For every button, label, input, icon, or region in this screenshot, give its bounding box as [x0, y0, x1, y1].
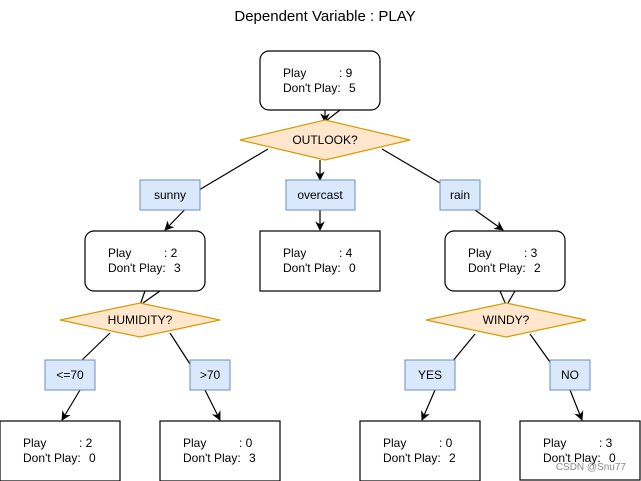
node-rain-no-play-value: : 3	[599, 436, 613, 450]
decision-windy-label: WINDY?	[483, 313, 530, 327]
node-sunny-dont-label: Don't Play:	[108, 261, 166, 275]
edge-label-overcast: overcast	[285, 179, 356, 211]
edge-label-gt70: >70	[189, 359, 231, 391]
node-root-play-label: Play	[283, 66, 306, 80]
node-root-dont-value: 5	[349, 81, 356, 95]
decision-outlook-label: OUTLOOK?	[292, 133, 358, 147]
node-sunny: Play : 2 Don't Play: 3	[84, 230, 206, 292]
node-rain-yes-play-label: Play	[383, 436, 406, 450]
edge-yes-node	[421, 389, 436, 421]
edge-windy-yes	[451, 333, 476, 363]
node-sunny-le70-play-label: Play	[23, 436, 46, 450]
diagram-title: Dependent Variable : PLAY	[234, 8, 415, 25]
decision-humidity: HUMIDITY?	[59, 302, 221, 338]
edge-label-le70-text: <=70	[56, 368, 84, 382]
node-sunny-le70-dont-label: Don't Play:	[23, 451, 81, 465]
edge-windy-no	[529, 333, 551, 363]
edge-label-sunny: sunny	[139, 179, 201, 211]
node-sunny-play-label: Play	[108, 246, 131, 260]
connectors	[61, 109, 584, 421]
node-rain: Play : 3 Don't Play: 2	[444, 230, 566, 292]
node-overcast-dont-value: 0	[349, 261, 356, 275]
edge-label-rain: rain	[439, 179, 481, 211]
node-sunny-play-value: : 2	[164, 246, 178, 260]
node-overcast: Play : 4 Don't Play: 0	[259, 230, 381, 292]
node-sunny-le70-dont-value: 0	[89, 451, 96, 465]
node-root: Play : 9 Don't Play: 5	[259, 50, 381, 111]
edge-label-le70: <=70	[44, 359, 96, 391]
edge-label-no-text: NO	[561, 368, 579, 382]
node-rain-dont-value: 2	[534, 261, 541, 275]
node-sunny-dont-value: 3	[174, 261, 181, 275]
decision-outlook: OUTLOOK?	[239, 119, 411, 161]
edge-humidity-gt70	[169, 332, 191, 365]
node-rain-no-dont-label: Don't Play:	[543, 451, 601, 465]
edge-label-overcast-text: overcast	[297, 188, 343, 202]
node-sunny-gt70-play-value: : 0	[239, 436, 253, 450]
edge-label-yes: YES	[404, 359, 456, 391]
edge-label-gt70-text: >70	[200, 368, 221, 382]
node-sunny-le70-play-value: : 2	[79, 436, 93, 450]
node-sunny-gt70-dont-value: 3	[249, 451, 256, 465]
node-rain-yes-play-value: : 0	[439, 436, 453, 450]
edge-label-yes-text: YES	[418, 368, 442, 382]
node-rain-no-dont-value: 0	[609, 451, 616, 465]
node-rain-play-label: Play	[468, 246, 491, 260]
node-sunny-gt70-dont-label: Don't Play:	[183, 451, 241, 465]
node-overcast-dont-label: Don't Play:	[283, 261, 341, 275]
node-overcast-play-value: : 4	[339, 246, 353, 260]
node-rain-yes: Play : 0 Don't Play: 2	[359, 420, 481, 481]
edge-outlook-sunny	[198, 148, 269, 191]
node-rain-yes-dont-label: Don't Play:	[383, 451, 441, 465]
edge-outlook-rain	[381, 148, 441, 184]
node-rain-dont-label: Don't Play:	[468, 261, 526, 275]
edge-label-rain-text: rain	[450, 188, 470, 202]
node-root-dont-label: Don't Play:	[283, 81, 341, 95]
decision-humidity-label: HUMIDITY?	[108, 313, 173, 327]
node-rain-no-play-label: Play	[543, 436, 566, 450]
watermark: CSDN @Snu77	[556, 462, 627, 473]
node-rain-play-value: : 3	[524, 246, 538, 260]
node-rain-no: Play : 3 Don't Play: 0	[519, 420, 641, 481]
node-overcast-play-label: Play	[283, 246, 306, 260]
edge-label-sunny-text: sunny	[154, 188, 186, 202]
edge-humidity-le70	[79, 332, 111, 363]
edge-label-no: NO	[549, 359, 591, 391]
node-sunny-gt70-play-label: Play	[183, 436, 206, 450]
edge-rain-node	[474, 209, 504, 231]
node-root-play-value: : 9	[339, 66, 353, 80]
node-rain-yes-dont-value: 2	[449, 451, 456, 465]
edge-le70-node	[61, 389, 81, 421]
edge-rain-windy-2	[507, 290, 516, 304]
edge-gt70-node	[204, 389, 221, 421]
decision-windy: WINDY?	[425, 302, 587, 338]
node-sunny-gt70: Play : 0 Don't Play: 3	[159, 420, 281, 481]
node-sunny-le70: Play : 2 Don't Play: 0	[0, 420, 121, 481]
edge-sunny-humidity-2	[142, 290, 161, 304]
edge-no-node	[569, 389, 584, 421]
